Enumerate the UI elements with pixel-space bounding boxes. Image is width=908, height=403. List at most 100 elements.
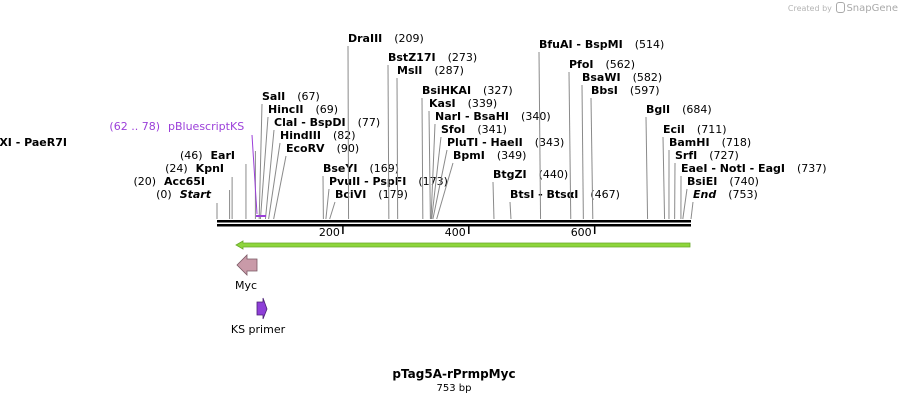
site-name: BstZ17I <box>388 51 436 64</box>
site-name: BciVI <box>335 188 366 201</box>
site-leader-line <box>329 201 336 220</box>
site-bpmi[interactable]: BpmI(349) <box>436 149 527 220</box>
site-name: BsiEI <box>687 175 717 188</box>
site-bstz17i[interactable]: BstZ17I(273) <box>387 51 477 220</box>
site-position: (339) <box>468 97 498 110</box>
site-name: DraIII <box>348 32 382 45</box>
site-position: (343) <box>535 136 565 149</box>
site-hindiii[interactable]: HindIII(82) <box>268 129 356 220</box>
site-name: EciI <box>663 123 685 136</box>
site-name: BamHI <box>669 136 710 149</box>
site-pfoi[interactable]: PfoI(562) <box>568 58 636 220</box>
site-sali[interactable]: SalI(67) <box>258 90 320 220</box>
site-position: (67) <box>297 90 320 103</box>
ruler-tick-label: 200 <box>319 226 340 239</box>
site-name: PluTI - HaeII <box>447 136 523 149</box>
site-name: PvuII - PspFI <box>329 175 406 188</box>
site-name: Start <box>180 188 212 201</box>
site-name: BpmI <box>453 149 485 162</box>
site-position: (440) <box>539 168 569 181</box>
site-position: (20) <box>133 175 156 188</box>
site-position: (209) <box>394 32 424 45</box>
site-sfoi[interactable]: SfoI(341) <box>431 123 507 220</box>
site-acc65i[interactable]: Acc65I(20) <box>133 175 231 219</box>
site-position: (737) <box>797 162 827 175</box>
site-position: (684) <box>682 103 712 116</box>
site-bbsi[interactable]: BbsI (597) <box>590 84 660 220</box>
site-position: (727) <box>709 149 739 162</box>
site-leader-line <box>682 188 688 220</box>
site-position: (514) <box>635 38 665 51</box>
site-position: (46) <box>180 149 203 162</box>
map-title: pTag5A-rPrmpMyc <box>392 367 515 381</box>
site-leader-line <box>492 181 495 220</box>
site-leader-line <box>325 188 330 220</box>
site-leader-line <box>432 149 448 220</box>
orf-arrow[interactable] <box>235 240 691 250</box>
site-start[interactable]: Start (0) <box>156 188 218 219</box>
site-leader-line <box>645 116 649 220</box>
site-name: EarI <box>211 149 235 162</box>
site-name: End <box>693 188 716 201</box>
site-leader-line <box>347 45 350 220</box>
site-btgzi[interactable]: BtgZI(440) <box>492 168 569 220</box>
site-ecii[interactable]: EciI(711) <box>662 123 727 220</box>
site-end[interactable]: End (753) <box>690 188 758 220</box>
site-pluti-haeii[interactable]: PluTI - HaeII (343) <box>432 136 565 220</box>
site-position: (0) <box>156 188 172 201</box>
site-position: (173) <box>418 175 448 188</box>
site-position: (287) <box>434 64 464 77</box>
site-position: (467) <box>590 188 620 201</box>
site-bcivi[interactable]: BciVI (179) <box>329 188 408 220</box>
site-bfuai-bspmi[interactable]: BfuAI - BspMI (514) <box>538 38 665 220</box>
site-bsawi[interactable]: BsaWI (582) <box>581 71 663 220</box>
site-leader-line <box>396 77 399 220</box>
site-leader-line <box>264 129 275 220</box>
site-leader-line <box>430 123 436 220</box>
site-leader-line <box>258 103 263 220</box>
site-leader-line <box>268 142 281 220</box>
site-eari[interactable]: EarI (46) <box>180 149 247 219</box>
site-leader-line <box>690 201 694 220</box>
site-leader-line <box>581 84 584 220</box>
restriction-sites: Start (0)Acc65I(20)KpnI(24)EarI (46) SmlI -… <box>0 32 827 220</box>
site-name: BseYI <box>323 162 357 175</box>
myc-feature[interactable]: Myc <box>235 254 258 292</box>
sequence-backbone <box>217 220 691 227</box>
site-srfi[interactable]: SrfI(727) <box>674 149 739 220</box>
site-bsihkai[interactable]: BsiHKAI(327) <box>421 84 513 220</box>
site-name: SmlI - XhoI - PspXI - PaeR7I <box>0 136 67 149</box>
site-kasi[interactable]: KasI(339) <box>428 97 498 220</box>
site-position: (562) <box>606 58 636 71</box>
site-name: BsaWI <box>582 71 621 84</box>
site-name: BbsI <box>591 84 618 97</box>
site-name: EcoRV <box>286 142 325 155</box>
site-position: (582) <box>633 71 663 84</box>
site-position: (179) <box>378 188 408 201</box>
site-nari-bsahi[interactable]: NarI - BsaHI(340) <box>430 110 551 220</box>
pbluescript-feature[interactable]: (62 .. 78) pBluescriptKS <box>109 120 266 217</box>
site-bsiei[interactable]: BsiEI(740) <box>682 175 759 220</box>
site-btsi-bts-i[interactable]: BtsI - BtsαI(467) <box>509 188 620 220</box>
site-leader-line <box>259 116 269 220</box>
site-name: BfuAI - BspMI <box>539 38 623 51</box>
site-leader-line <box>509 201 512 220</box>
site-position: (753) <box>728 188 758 201</box>
pbluescript-range: (62 .. 78) <box>109 120 160 133</box>
site-leader-line <box>387 64 390 220</box>
site-hincii[interactable]: HincII(69) <box>259 103 339 220</box>
site-bgli[interactable]: BglI(684) <box>645 103 712 220</box>
site-kpni[interactable]: KpnI(24) <box>165 162 233 219</box>
site-position: (69) <box>316 103 339 116</box>
site-leader-line <box>428 110 431 220</box>
site-clai-bspdi[interactable]: ClaI - BspDI(77) <box>264 116 380 220</box>
site-position: (597) <box>630 84 660 97</box>
site-draiii[interactable]: DraIII (209) <box>347 32 424 220</box>
site-name: HindIII <box>280 129 321 142</box>
site-leader-line <box>590 97 594 220</box>
site-eaei-noti-eagi[interactable]: EaeI - NotI - EagI(737) <box>680 162 827 220</box>
site-name: ClaI - BspDI <box>274 116 346 129</box>
ks-primer-feature[interactable]: KS primer <box>231 297 286 336</box>
site-bamhi[interactable]: BamHI(718) <box>668 136 751 220</box>
site-msli[interactable]: MslI(287) <box>396 64 464 220</box>
